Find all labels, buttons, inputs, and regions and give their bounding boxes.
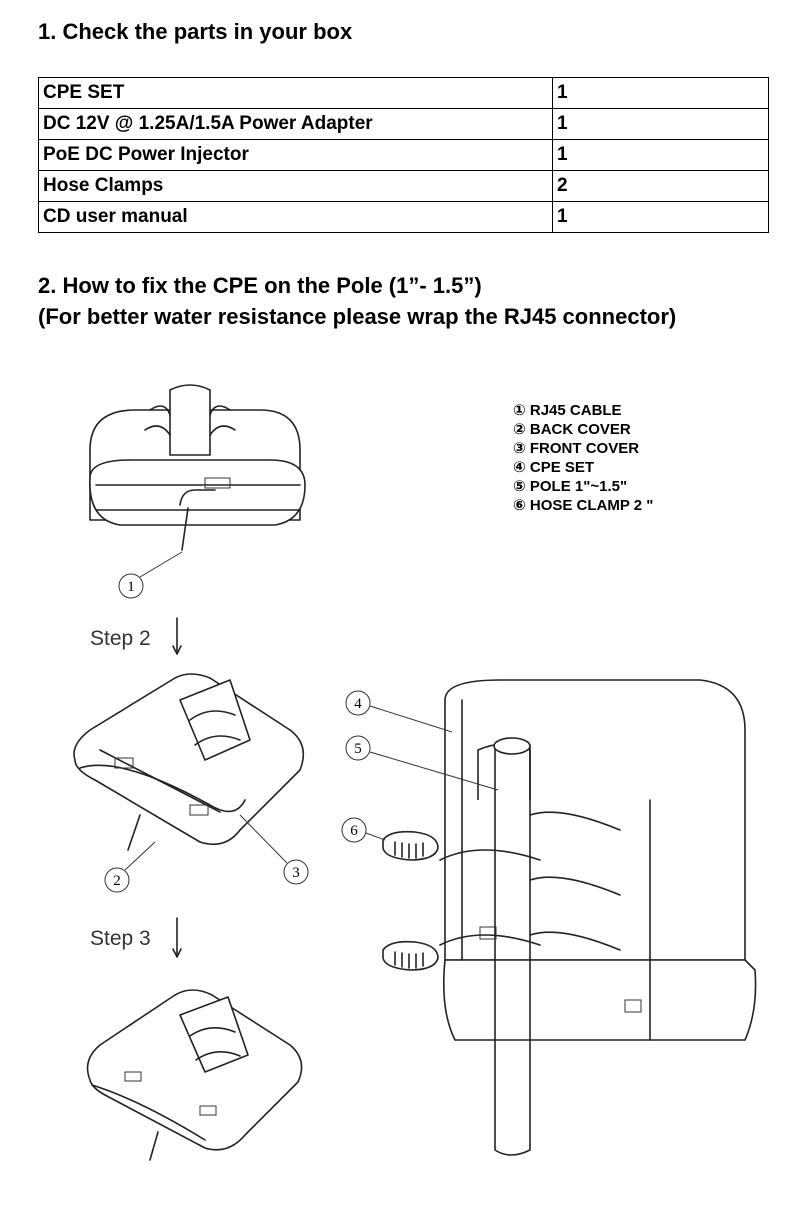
part-quantity: 1 xyxy=(552,108,769,140)
callout-3: 3 xyxy=(239,814,309,885)
part-name: DC 12V @ 1.25A/1.5A Power Adapter xyxy=(38,108,553,140)
step-2-arrow xyxy=(172,617,182,655)
svg-text:4: 4 xyxy=(354,696,362,712)
step-3-label: Step 3 xyxy=(90,927,151,950)
installation-diagram: 1 ① RJ45 CABLE ② BACK COVER ③ FRONT COVE… xyxy=(73,384,757,1161)
callout-1: 1 xyxy=(118,551,183,599)
cpe-mounted-illustration xyxy=(382,679,757,1156)
callout-6: 6 xyxy=(341,817,386,843)
step-3-arrow xyxy=(172,917,182,958)
part-name: PoE DC Power Injector xyxy=(38,139,553,171)
part-name: CD user manual xyxy=(38,201,553,233)
section-2-heading: 2. How to fix the CPE on the Pole (1”- 1… xyxy=(38,273,482,298)
section-1-heading: 1. Check the parts in your box xyxy=(38,19,353,44)
svg-text:2: 2 xyxy=(113,873,121,889)
cpe-open-illustration xyxy=(89,384,306,551)
callout-2: 2 xyxy=(104,841,156,893)
legend-item-back-cover: ② BACK COVER xyxy=(513,421,631,438)
part-name: CPE SET xyxy=(38,77,553,109)
step-2-illustration xyxy=(73,673,305,851)
svg-text:5: 5 xyxy=(354,741,362,757)
svg-text:1: 1 xyxy=(127,579,135,595)
part-name: Hose Clamps xyxy=(38,170,553,202)
callout-4: 4 xyxy=(345,690,453,733)
callout-5: 5 xyxy=(345,735,499,791)
part-quantity: 2 xyxy=(552,170,769,202)
part-quantity: 1 xyxy=(552,201,769,233)
legend-item-cpe-set: ④ CPE SET xyxy=(513,459,594,476)
legend-item-front-cover: ③ FRONT COVER xyxy=(513,440,639,457)
legend-item-rj45-cable: ① RJ45 CABLE xyxy=(513,402,622,419)
step-2-label: Step 2 xyxy=(90,627,151,650)
step-3-illustration xyxy=(86,989,303,1161)
section-2-subheading: (For better water resistance please wrap… xyxy=(38,304,677,329)
part-quantity: 1 xyxy=(552,77,769,109)
part-quantity: 1 xyxy=(552,139,769,171)
svg-text:6: 6 xyxy=(350,823,358,839)
legend-item-hose-clamp: ⑥ HOSE CLAMP 2 " xyxy=(513,497,653,514)
parts-legend: ① RJ45 CABLE ② BACK COVER ③ FRONT COVER … xyxy=(513,402,653,514)
legend-item-pole: ⑤ POLE 1"~1.5" xyxy=(513,478,627,495)
svg-text:3: 3 xyxy=(292,865,300,881)
